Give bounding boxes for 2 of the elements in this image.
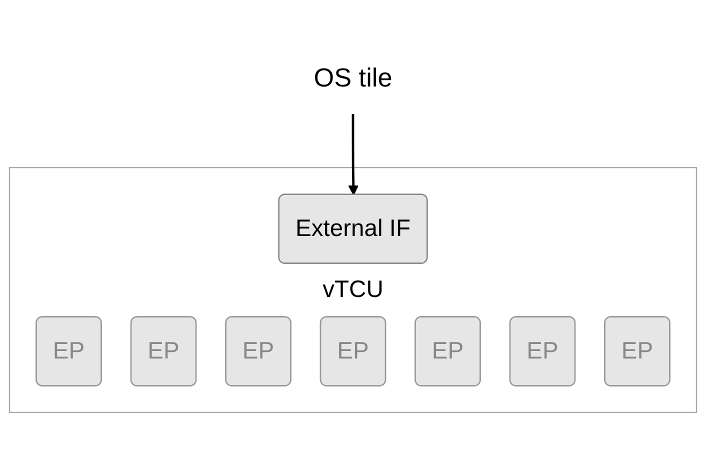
node-text: OS tile: [314, 62, 392, 93]
arrow: [348, 114, 359, 196]
